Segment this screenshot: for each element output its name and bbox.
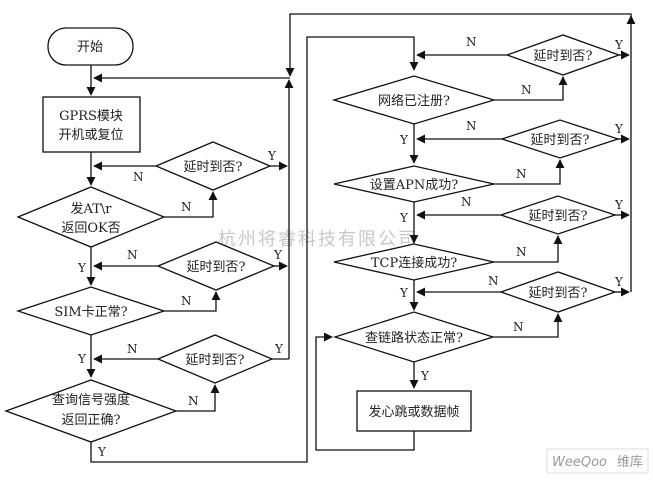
no-line [494, 159, 565, 185]
no-line [494, 76, 568, 101]
weeqoo-latin: WeeQoo [552, 455, 607, 470]
yes-label: Y [97, 445, 107, 459]
signal-label-2: 返回正确? [62, 413, 121, 428]
yes-label: Y [77, 261, 87, 275]
timeout-label: 延时到否? [187, 260, 246, 275]
no-label: N [516, 245, 527, 259]
timeout-label: 延时到否? [184, 160, 243, 175]
no-line [164, 291, 221, 312]
no-label: N [516, 167, 527, 181]
no-label: N [181, 200, 192, 214]
init-label-1: GPRS模块 [59, 109, 123, 124]
yes-label: Y [77, 352, 87, 366]
link-label: 查链路状态正常? [365, 330, 463, 346]
no-line [493, 313, 563, 338]
weeqoo-cn: 维库 [617, 454, 643, 470]
yes-label: Y [267, 149, 277, 163]
no-line [176, 384, 220, 412]
yes-label: Y [273, 248, 283, 262]
init-label-2: 开机或复位 [58, 128, 123, 143]
yes-label: Y [614, 275, 624, 289]
apn-label: 设置APN成功? [370, 178, 459, 193]
yes-label: Y [399, 211, 409, 225]
no-label: N [188, 394, 199, 408]
init-process [42, 96, 141, 153]
timeout-label: 延时到否? [529, 209, 588, 224]
no-label: N [181, 294, 192, 308]
no-line [494, 235, 563, 263]
at-label-2: 返回OK否 [61, 221, 120, 236]
tcp-label: TCP连接成功? [371, 255, 457, 271]
yes-line [90, 36, 419, 463]
no-label: N [466, 35, 477, 49]
at-label-1: 发AT\r [71, 201, 113, 217]
signal-decision [4, 379, 178, 443]
no-label: N [488, 274, 499, 288]
signal-label-1: 查询信号强度 [52, 392, 130, 408]
timeout-label: 延时到否? [531, 133, 590, 148]
yes-label: Y [614, 198, 624, 212]
no-label: N [127, 342, 138, 356]
yes-label: Y [614, 122, 624, 136]
yes-label: Y [614, 38, 624, 52]
no-label: N [513, 320, 524, 334]
sim-label: SIM卡正常? [54, 305, 127, 320]
loop-line [315, 332, 415, 451]
at-decision [16, 186, 166, 248]
start-label: 开始 [77, 40, 103, 55]
network-label: 网络已注册? [378, 93, 450, 109]
no-line [164, 191, 218, 218]
yes-label: Y [420, 369, 430, 383]
timeout-label: 延时到否? [529, 286, 588, 301]
timeout-label: 延时到否? [186, 353, 245, 368]
no-label: N [461, 195, 472, 209]
weeqoo-badge [546, 448, 649, 474]
yes-label: Y [399, 133, 409, 147]
no-label: N [133, 170, 144, 184]
yes-label: Y [399, 286, 409, 300]
no-label: N [127, 248, 138, 262]
no-label: N [466, 119, 477, 133]
yes-label: Y [274, 342, 284, 356]
no-label: N [521, 83, 532, 97]
watermark: 杭州将睿科技有限公司 [218, 229, 418, 250]
send-label: 发心跳或数据帧 [368, 404, 459, 420]
timeout-label: 延时到否? [534, 49, 593, 64]
send-process [356, 390, 472, 432]
